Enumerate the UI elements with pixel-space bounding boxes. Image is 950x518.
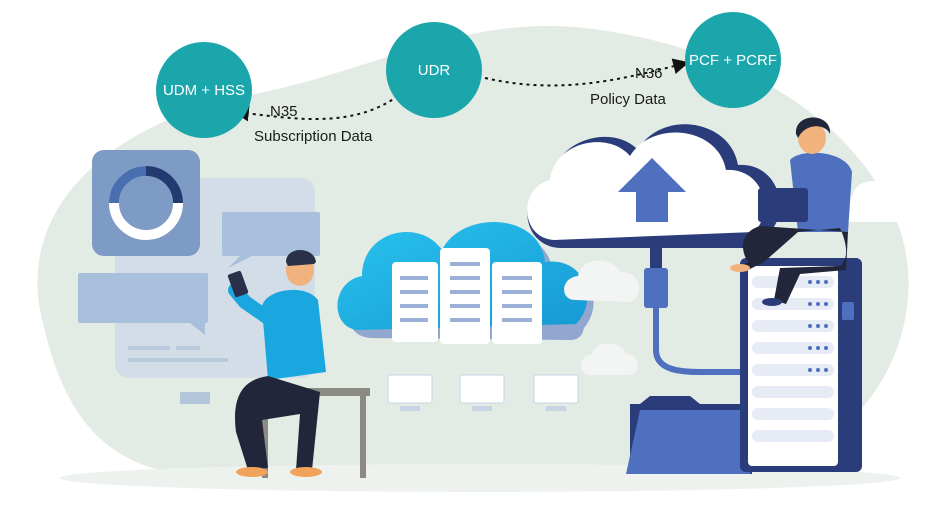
edge-n36-interface: N36 — [635, 65, 663, 82]
node-udr-label: UDR — [418, 62, 451, 79]
node-pcf-pcrf-label: PCF + PCRF — [689, 52, 777, 69]
small-cloud — [564, 260, 640, 302]
edge-n35-arrow — [232, 95, 399, 122]
small-cloud-right — [838, 181, 911, 222]
upload-cloud — [527, 124, 780, 375]
person-with-laptop — [730, 117, 852, 306]
phone-icon — [227, 270, 249, 298]
node-udm-hss-label: UDM + HSS — [163, 82, 245, 99]
node-udm-hss: UDM + HSS — [156, 42, 252, 138]
folder-icon — [626, 396, 760, 474]
edge-n35-interface: N35 — [270, 103, 298, 120]
small-cloud-lower — [581, 343, 638, 375]
edge-n35-data: Subscription Data — [254, 128, 373, 145]
edge-n36-data: Policy Data — [590, 91, 667, 108]
cloud-servers — [337, 222, 594, 411]
node-pcf-pcrf: PCF + PCRF — [685, 12, 781, 108]
server-rack — [740, 258, 862, 472]
node-udr: UDR — [386, 22, 482, 118]
person-with-phone — [227, 250, 370, 478]
upload-arrow-icon — [618, 158, 686, 222]
laptop-icon — [758, 188, 808, 222]
dashboard-panel — [78, 150, 320, 404]
